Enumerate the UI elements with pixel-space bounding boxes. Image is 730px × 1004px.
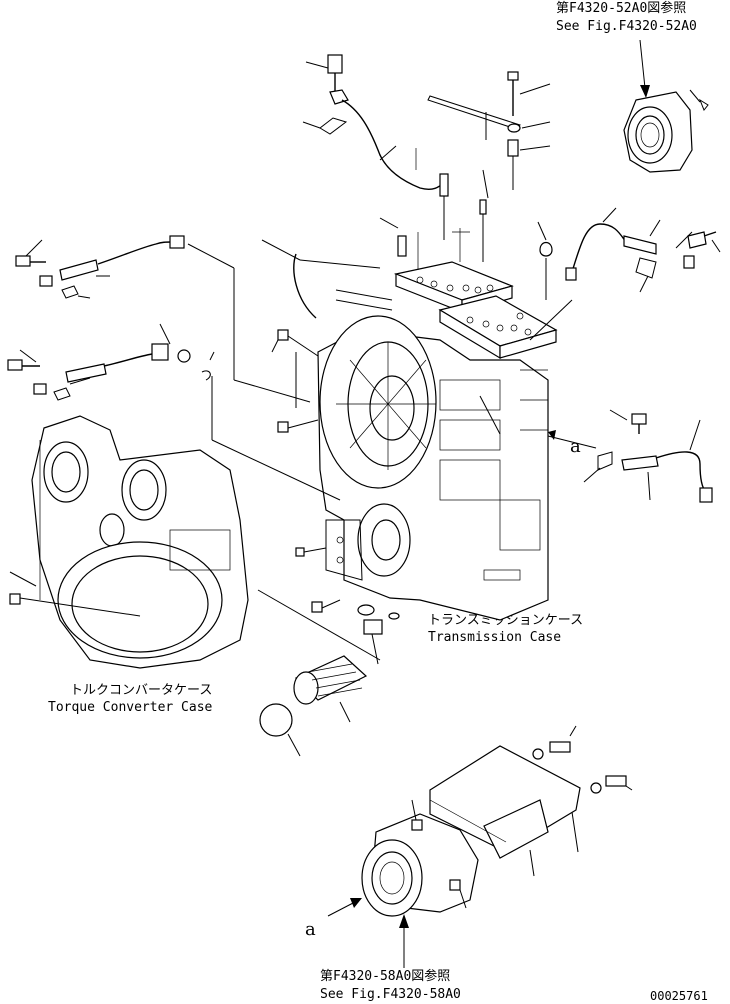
strainer-group [257, 589, 400, 757]
marker-a-bottom: a [305, 919, 316, 940]
output-flange-top [623, 39, 709, 173]
bottom-pump-assembly [327, 799, 479, 968]
bottom-cover-plates [429, 725, 633, 877]
left-lower-sensor-group [7, 323, 341, 501]
right-lower-sensor-group [547, 409, 713, 503]
ref-bottom-en: See Fig.F4320-58A0 [320, 987, 461, 1002]
leader-lines [261, 239, 573, 435]
torque-converter-label-jp: トルクコンバータケース [70, 683, 212, 698]
case-small-bolts [271, 329, 341, 613]
torque-converter-case [9, 415, 249, 669]
ref-top-jp: 第F4320-52A0図参照 [556, 0, 686, 16]
marker-a-right: a [570, 436, 581, 457]
right-sensor-group [565, 207, 721, 293]
ref-bottom-jp: 第F4320-58A0図参照 [320, 968, 450, 984]
transmission-case [317, 315, 549, 621]
torque-converter-label-en: Torque Converter Case [48, 700, 213, 715]
left-upper-sensor-group [15, 235, 311, 403]
control-valve-block [379, 169, 558, 360]
top-bolt-and-harness [302, 54, 449, 240]
transmission-case-label-en: Transmission Case [428, 630, 561, 645]
top-plate-strip [427, 71, 551, 190]
ref-top-en: See Fig.F4320-52A0 [556, 19, 697, 34]
transmission-case-label-jp: トランスミッションケース [428, 613, 583, 628]
drawing-number: 00025761 [650, 989, 708, 1003]
